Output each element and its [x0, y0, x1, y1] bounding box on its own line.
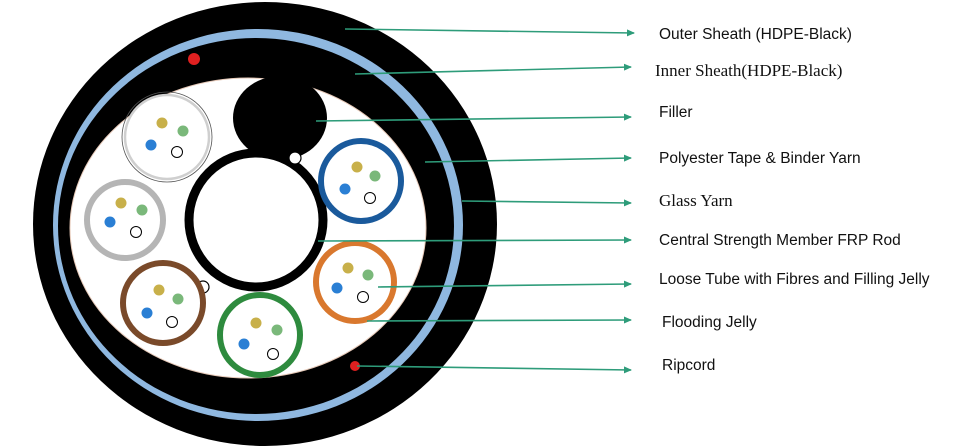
- fibre-green: [369, 170, 381, 182]
- fibre-green: [362, 269, 374, 281]
- leader-line-central-strength: [317, 236, 632, 244]
- fibre-green: [136, 204, 148, 216]
- leader-line-flooding-jelly: [366, 316, 632, 324]
- fibre-white: [130, 226, 142, 238]
- loose-tube-brown: [120, 260, 206, 346]
- fibre-green: [177, 125, 189, 137]
- fibre-green: [172, 293, 184, 305]
- ripcord-bottom: [350, 361, 360, 371]
- fibre-white: [357, 291, 369, 303]
- binder-yarn-dot: [288, 151, 302, 165]
- leader-line-inner-sheath: [354, 63, 632, 75]
- fibre-white: [171, 146, 183, 158]
- fibre-yellow: [153, 284, 165, 296]
- central-strength-member: [184, 148, 328, 292]
- leader-line-ripcord: [356, 365, 632, 374]
- label-flooding-jelly: Flooding Jelly: [662, 314, 757, 331]
- fibre-white: [166, 316, 178, 328]
- leader-line-glass-yarn: [461, 199, 632, 207]
- leader-line-polyester-tape: [424, 154, 632, 163]
- fibre-blue: [145, 139, 157, 151]
- fibre-blue: [104, 216, 116, 228]
- leader-line-loose-tube: [377, 280, 632, 288]
- label-glass-yarn: Glass Yarn: [659, 191, 733, 210]
- leader-line-filler: [315, 113, 632, 122]
- fibre-blue: [141, 307, 153, 319]
- fibre-white: [267, 348, 279, 360]
- fibre-blue: [238, 338, 250, 350]
- fibre-yellow: [351, 161, 363, 173]
- loose-tube-orange: [313, 240, 397, 324]
- label-filler: Filler: [659, 104, 693, 121]
- loose-tube-grey: [84, 179, 166, 261]
- fibre-blue: [339, 183, 351, 195]
- label-outer-sheath: Outer Sheath (HDPE-Black): [659, 26, 852, 43]
- fibre-blue: [331, 282, 343, 294]
- fibre-green: [271, 324, 283, 336]
- label-central-strength: Central Strength Member FRP Rod: [659, 232, 901, 249]
- leader-lines: [315, 28, 635, 374]
- label-loose-tube: Loose Tube with Fibres and Filling Jelly: [659, 271, 930, 288]
- filler-rod: [233, 76, 327, 160]
- fibre-yellow: [156, 117, 168, 129]
- fibre-yellow: [115, 197, 127, 209]
- fibre-yellow: [250, 317, 262, 329]
- ripcord-top: [188, 53, 200, 65]
- loose-tube-white: [121, 91, 213, 183]
- fibre-yellow: [342, 262, 354, 274]
- fibre-white: [364, 192, 376, 204]
- loose-tube-blue: [318, 138, 404, 224]
- loose-tube-green: [217, 292, 303, 378]
- label-ripcord: Ripcord: [662, 357, 716, 374]
- label-inner-sheath: Inner Sheath(HDPE-Black): [655, 61, 843, 80]
- label-polyester-tape: Polyester Tape & Binder Yarn: [659, 150, 861, 167]
- leader-line-outer-sheath: [344, 28, 635, 37]
